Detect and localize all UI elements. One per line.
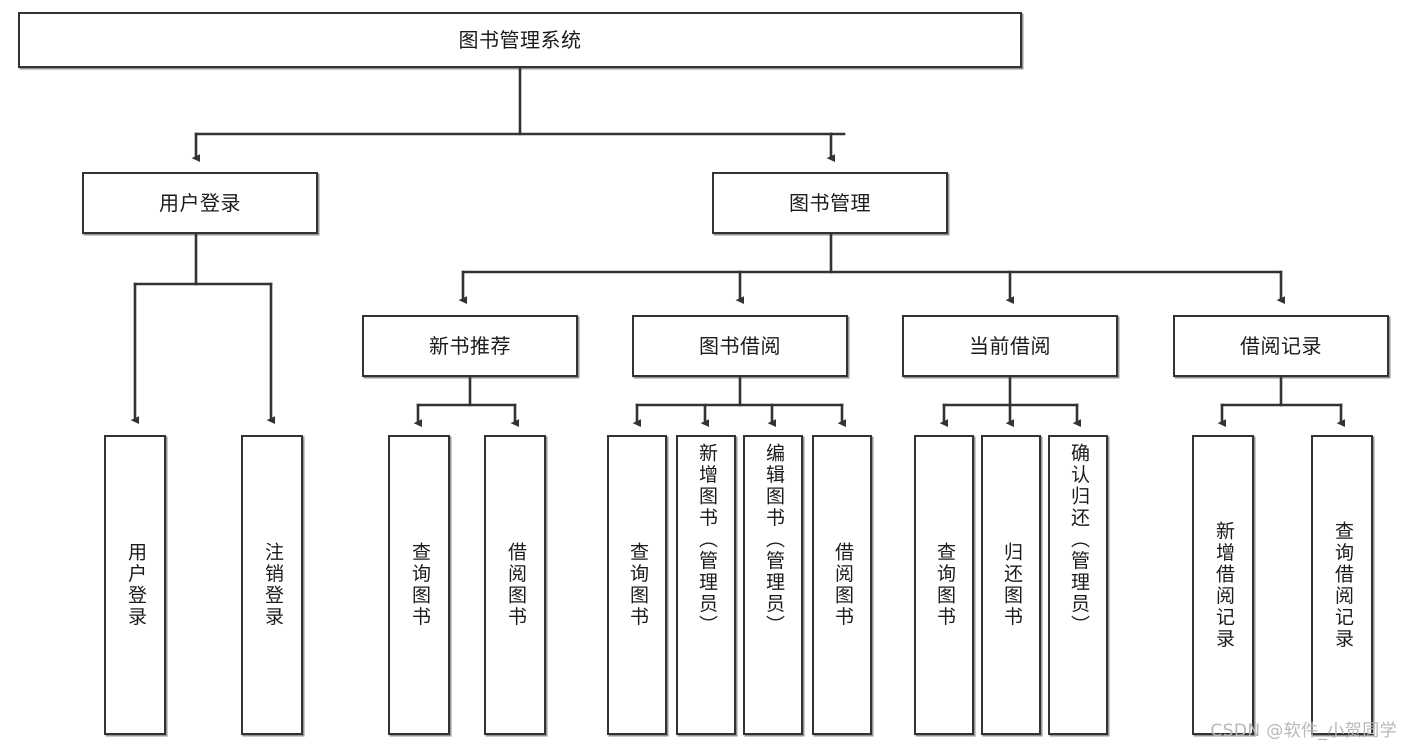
node-label: 用户登录: [159, 190, 241, 215]
node-label: 编辑图书（管理员）: [762, 443, 785, 637]
leaf-user-login-login[interactable]: 用户登录: [104, 435, 166, 735]
leaf-book-borrow-query-book[interactable]: 查询图书: [607, 435, 667, 735]
node-label: 借阅图书: [831, 542, 854, 628]
node-book-management[interactable]: 图书管理: [712, 172, 948, 234]
leaf-new-book-borrow-book[interactable]: 借阅图书: [484, 435, 546, 735]
node-label: 确认归还（管理员）: [1067, 443, 1090, 637]
leaf-new-book-query-book[interactable]: 查询图书: [388, 435, 450, 735]
leaf-borrow-record-add-record[interactable]: 新增借阅记录: [1192, 435, 1254, 735]
node-label: 用户登录: [124, 542, 147, 628]
node-label: 归还图书: [1000, 542, 1023, 628]
node-label: 借阅图书: [504, 542, 527, 628]
leaf-borrow-record-query-record[interactable]: 查询借阅记录: [1311, 435, 1373, 735]
node-label: 查询图书: [626, 542, 649, 628]
node-label: 新增图书（管理员）: [695, 443, 718, 637]
node-label: 新书推荐: [429, 333, 511, 358]
node-new-book-recommend[interactable]: 新书推荐: [362, 315, 578, 377]
node-user-login[interactable]: 用户登录: [82, 172, 318, 234]
leaf-book-borrow-borrow-book[interactable]: 借阅图书: [812, 435, 872, 735]
leaf-book-borrow-add-book-admin[interactable]: 新增图书（管理员）: [676, 435, 736, 735]
leaf-current-borrow-confirm-return-admin[interactable]: 确认归还（管理员）: [1048, 435, 1108, 735]
node-label: 图书管理系统: [458, 27, 582, 52]
node-label: 图书管理: [789, 190, 871, 215]
node-label: 查询图书: [408, 542, 431, 628]
node-label: 图书借阅: [699, 333, 781, 358]
node-label: 当前借阅: [969, 333, 1051, 358]
node-book-borrow[interactable]: 图书借阅: [632, 315, 848, 377]
leaf-user-login-logout[interactable]: 注销登录: [241, 435, 303, 735]
leaf-current-borrow-return-book[interactable]: 归还图书: [981, 435, 1041, 735]
node-label: 查询图书: [933, 542, 956, 628]
node-borrow-record[interactable]: 借阅记录: [1173, 315, 1389, 377]
node-label: 注销登录: [261, 542, 284, 628]
node-current-borrow[interactable]: 当前借阅: [902, 315, 1118, 377]
node-root-book-management-system[interactable]: 图书管理系统: [18, 12, 1022, 68]
node-label: 查询借阅记录: [1331, 520, 1354, 650]
node-label: 新增借阅记录: [1212, 520, 1235, 650]
node-label: 借阅记录: [1240, 333, 1322, 358]
leaf-book-borrow-edit-book-admin[interactable]: 编辑图书（管理员）: [743, 435, 803, 735]
watermark-text: CSDN @软件_小贺同学: [1210, 721, 1397, 741]
leaf-current-borrow-query-book[interactable]: 查询图书: [914, 435, 974, 735]
